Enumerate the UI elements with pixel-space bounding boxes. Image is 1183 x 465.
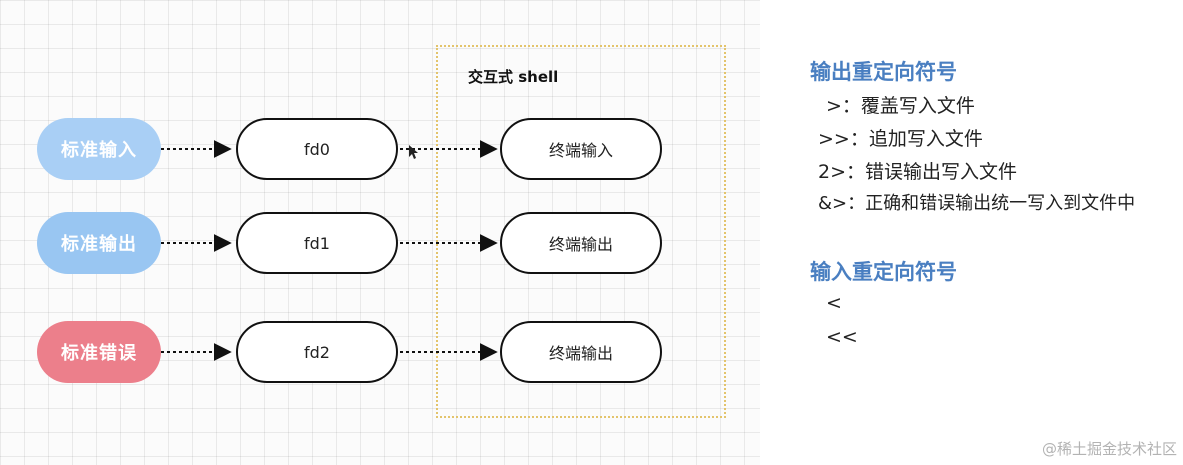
cursor-icon xyxy=(409,145,418,159)
watermark: @稀土掘金技术社区 xyxy=(1041,440,1177,458)
terminal-error-output-node: 终端输出 xyxy=(500,321,662,383)
arrows-layer xyxy=(161,140,498,361)
input-item-heredoc: << xyxy=(826,326,858,348)
stdin-node: 标准输入 xyxy=(37,118,161,180)
terminal-output-node: 终端输出 xyxy=(500,212,662,274)
output-item-overwrite: >：覆盖写入文件 xyxy=(826,95,975,117)
fd2-node: fd2 xyxy=(236,321,398,383)
output-item-append: >>：追加写入文件 xyxy=(818,128,983,150)
fd1-node: fd1 xyxy=(236,212,398,274)
stdout-node: 标准输出 xyxy=(37,212,161,274)
output-item-stderr: 2>：错误输出写入文件 xyxy=(818,161,1018,183)
terminal-input-node: 终端输入 xyxy=(500,118,662,180)
input-redirection-heading: 输入重定向符号 xyxy=(810,260,957,284)
shell-title: 交互式 shell xyxy=(468,68,559,86)
fd0-node: fd0 xyxy=(236,118,398,180)
output-item-both: &>：正确和错误输出统一写入到文件中 xyxy=(818,193,1136,214)
input-item-less: < xyxy=(826,292,842,314)
output-redirection-heading: 输出重定向符号 xyxy=(810,60,957,84)
stderr-node: 标准错误 xyxy=(37,321,161,383)
interactive-shell-container xyxy=(436,45,726,418)
